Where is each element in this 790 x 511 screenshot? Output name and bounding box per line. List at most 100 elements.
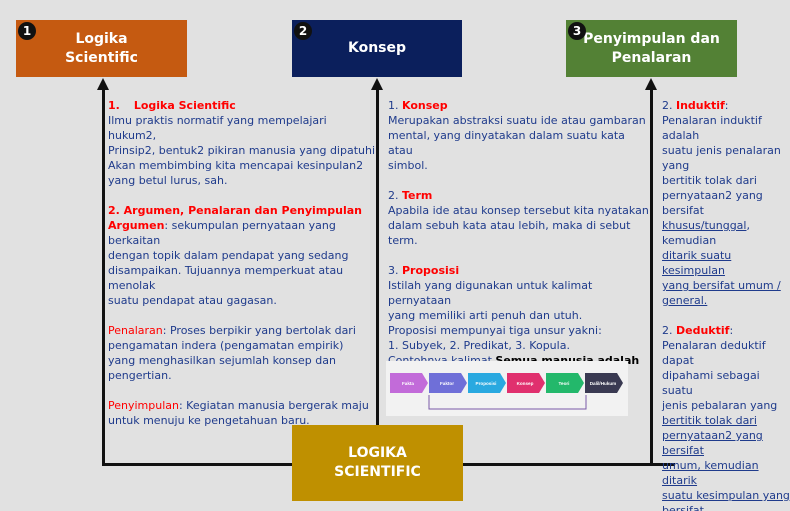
bottom-title: LOGIKA SCIENTIFIC [334,445,421,480]
text-fragment: , kemudian [662,219,750,247]
section-heading: 3. Proposisi [388,263,650,278]
underlined-line: pernyataan2 yang bersifat [662,429,763,457]
flow-step-label: Fakta [402,381,414,386]
section-title: 2. Argumen, Penalaran dan Penyimpulan [108,204,362,217]
arrowhead-up-middle [371,78,383,90]
text-line: Apabila ide atau konsep tersebut kita ny… [388,204,649,217]
header-title: Logika Scientific [65,30,138,66]
text-line: Istilah yang digunakan untuk kalimat per… [388,279,593,307]
flow-step-arrow [468,373,506,393]
text-line: yang menghasilkan sejumlah konsep dan pe… [108,354,336,382]
bottom-logika-scientific-box: LOGIKA SCIENTIFIC [292,425,463,501]
underlined-line: bersifat khusus/individual [662,504,704,511]
text-line: pernyataan2 yang bersifat [662,189,763,217]
flow-diagram-svg: Fakta Faktor Proposisi Konsep Teori Dalil/Huk… [390,373,623,410]
section-title: Deduktif [676,324,730,337]
header-konsep: 2 Konsep [292,20,462,77]
text-line: untuk menuju ke pengetahuan baru. [108,414,310,427]
flow-step-arrow [507,373,545,393]
header-penyimpulan-penalaran: 3 Penyimpulan dan Penalaran [566,20,737,77]
text-line: Merupakan abstraksi suatu ide atau gamba… [388,114,646,127]
flow-step-label: Konsep [517,381,534,386]
column-konsep: 1. Konsep Merupakan abstraksi suatu ide … [388,98,650,383]
section-heading: 2. Term [388,188,650,203]
text-line: khusus/tunggal, kemudian [662,218,790,248]
text-line: Akan membimbing kita mencapai kesinpulan… [108,159,364,172]
step-number-badge: 2 [294,22,312,40]
text-line: dengan topik dalam pendapat yang sedang [108,249,349,262]
text-line: disampaikan. Tujuannya memperkuat atau m… [108,264,344,292]
text-line: Penalaran: Proses berpikir yang bertolak… [108,323,378,338]
step-number-badge: 1 [18,22,36,40]
section-heading: 1. Logika Scientific [108,98,378,113]
connector-middle-vertical [376,88,379,426]
underlined-line: yang bersifat umum / [662,279,781,292]
connector-left-vertical [102,88,105,466]
text-fragment: : sekumpulan pernyataan yang berkaitan [108,219,336,247]
flow-step-arrow [390,373,428,393]
flow-diagram: Fakta Faktor Proposisi Konsep Teori Dalil/Huk… [386,361,628,416]
text-line: Penalaran induktif adalah [662,114,762,142]
text-line: bertitik tolak dari [662,174,757,187]
flow-step-label: Teori [559,381,570,386]
text-line: Proposisi mempunyai tiga unsur yakni: [388,324,602,337]
underlined-line: umum, kemudian ditarik [662,459,759,487]
header-title: Konsep [347,40,407,56]
section-title: Konsep [402,99,448,112]
text-line: Argumen: sekumpulan pernyataan yang berk… [108,218,378,248]
underlined-line: general. [662,294,708,307]
connector-right-vertical [650,88,653,466]
term-label: Argumen [108,219,165,232]
text-line: Prinsip2, bentuk2 pikiran manusia yang d… [108,144,376,157]
text-line: yang memiliki arti penuh dan utuh. [388,309,583,322]
section-title: Logika Scientific [133,99,236,112]
section-heading: 2. Deduktif: [662,324,734,337]
section-heading: 1. Konsep [388,98,650,113]
column-logika-scientific: 1. Logika Scientific Ilmu praktis normat… [108,98,378,428]
text-line: dipahami sebagai suatu [662,369,760,397]
text-line: dalam sebuh kata atau lebih, maka di seb… [388,219,631,247]
text-line: jenis pebalaran yang [662,399,778,412]
flow-step-arrow [546,373,584,393]
text-line: suatu jenis penalaran yang [662,144,781,172]
text-line: Penyimpulan: Kegiatan manusia bergerak m… [108,398,378,413]
section-number: 2. [388,189,402,202]
section-title: Proposisi [402,264,460,277]
header-title: Penyimpulan dan Penalaran [583,30,720,66]
text-line: pengamatan indera (pengamatan empirik) [108,339,344,352]
underlined-line: ditarik suatu kesimpulan [662,249,732,277]
section-heading: 2. Induktif: [662,99,729,112]
flow-step-label: Proposisi [476,381,497,386]
text-line: simbol. [388,159,428,172]
section-number: 1. [108,99,120,112]
text-line: yang betul lurus, sah. [108,174,228,187]
text-line: mental, yang dinyatakan dalam suatu kata… [388,129,625,157]
text-fragment: : Kegiatan manusia bergerak maju [178,399,369,412]
text-fragment: : Proses berpikir yang bertolak dari [162,324,356,337]
underlined-line: bertitik tolak dari [662,414,757,427]
text-line: Ilmu praktis normatif yang mempelajari h… [108,114,327,142]
flow-step-arrow [585,373,623,393]
text-line: 1. Subyek, 2. Predikat, 3. Kopula. [388,339,570,352]
text-line: suatu pendapat atau gagasan. [108,294,277,307]
step-number-badge: 3 [568,22,586,40]
flow-step-label: Faktor [440,381,454,386]
underlined-line: suatu kesimpulan yang [662,489,790,502]
underlined-text: khusus/tunggal [662,219,747,232]
section-title: Induktif [676,99,725,112]
flow-step-arrow [429,373,467,393]
feedback-bracket [428,395,587,410]
text-line: Penalaran deduktif dapat [662,339,766,367]
header-logika-scientific: 1 Logika Scientific [16,20,187,77]
arrowhead-up-right [645,78,657,90]
section-number: 3. [388,264,402,277]
arrowhead-up-left [97,78,109,90]
section-title: Term [402,189,433,202]
term-label: Penalaran [108,324,163,337]
column-penyimpulan: 2. Induktif: Penalaran induktif adalah s… [662,98,790,511]
section-number: 1. [388,99,402,112]
flow-step-label: Dalil/Hukum [590,381,617,386]
section-number: 2. [662,99,676,112]
term-label: Penyimpulan [108,399,179,412]
